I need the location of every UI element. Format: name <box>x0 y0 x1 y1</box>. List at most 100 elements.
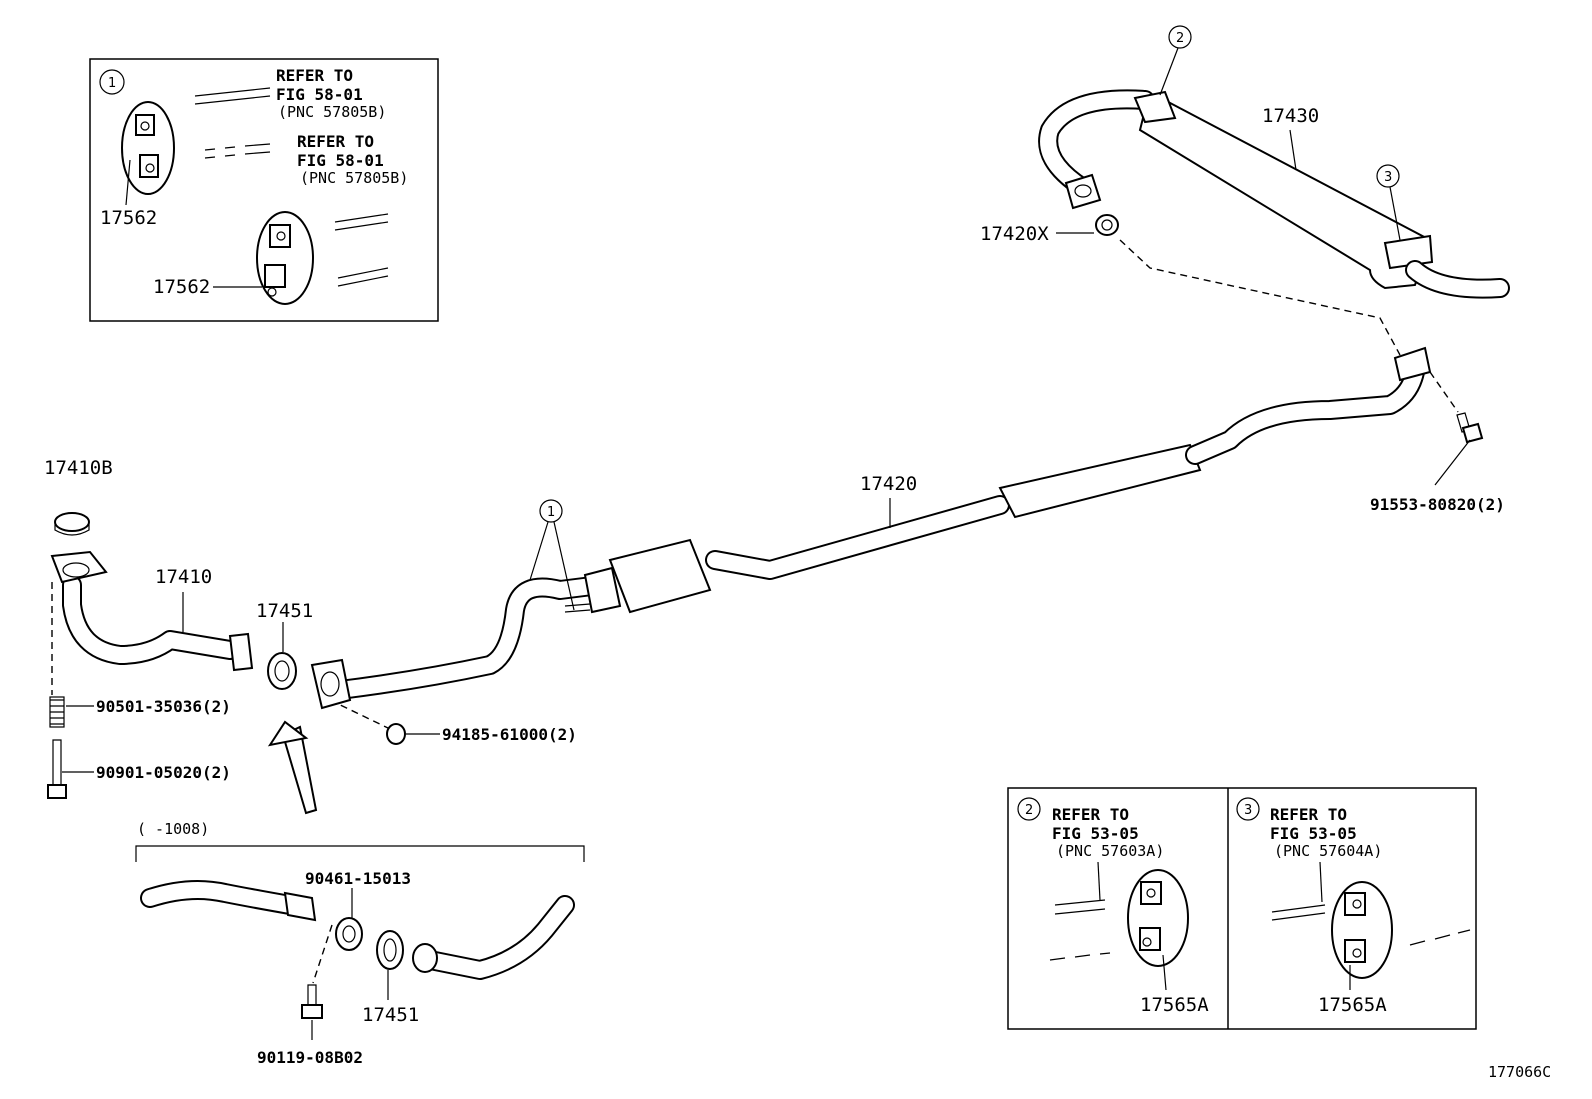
gasket-17451-sub <box>376 930 404 970</box>
spring-90501 <box>49 696 65 728</box>
rubber-hanger-17565A-a <box>1127 869 1189 967</box>
part-label-17420: 17420 <box>860 473 917 495</box>
center-pipe-17420 <box>310 346 1432 710</box>
part-label-17562-b: 17562 <box>153 276 210 298</box>
callout-circle-3-inset <box>1236 797 1260 821</box>
leader-callout-1 <box>529 521 575 611</box>
muffler-inlet-flange <box>1064 173 1102 210</box>
inset-3: 3 REFER TO FIG 53-05 (PNC 57604A) 17565A <box>1236 797 1471 1016</box>
inset-1: 1 REFER TO FIG 58-01 (PNC 57805B) REFER <box>89 58 439 322</box>
hanger-rod-b-lower <box>337 267 389 287</box>
inset-2-rod-lower <box>1049 952 1111 961</box>
leader-17430 <box>1289 129 1297 171</box>
callout-circle-1-main <box>539 499 563 523</box>
inset-1-refer-b-line3: (PNC 57805B) <box>300 169 408 187</box>
catalytic-converter <box>608 538 712 614</box>
rubber-hanger-17562-a <box>121 101 175 195</box>
inset-2-line2: FIG 53-05 <box>1052 824 1139 843</box>
part-label-17451-sub: 17451 <box>362 1004 419 1026</box>
part-label-17565A-b: 17565A <box>1318 994 1387 1016</box>
inset-3-rod-right <box>1409 929 1471 946</box>
inset-3-line3: (PNC 57604A) <box>1274 842 1382 860</box>
callout-number: 2 <box>1025 803 1033 818</box>
muffler-hanger-rear <box>1383 234 1434 270</box>
gasket-17410B <box>54 512 90 536</box>
part-label-90901: 90901-05020(2) <box>96 763 231 782</box>
callout-circle-3 <box>1376 164 1400 188</box>
inset-3-rod <box>1271 904 1326 921</box>
inset-2-3-frame <box>1007 787 1477 1030</box>
callout-number: 1 <box>108 76 116 91</box>
nut-94185 <box>386 723 406 745</box>
sub-assembly-1008: ( -1008) 90461-15013 17451 90119-08B02 <box>135 820 585 1067</box>
gasket-17420X <box>1095 214 1119 236</box>
arrow-icon <box>267 720 318 815</box>
inset-2-line1: REFER TO <box>1052 805 1129 824</box>
part-label-17420X: 17420X <box>980 223 1049 245</box>
inset-1-frame <box>89 58 439 322</box>
dashed-gasket-line <box>1119 239 1401 356</box>
flange-rear <box>228 632 254 672</box>
part-label-17562-a: 17562 <box>100 207 157 229</box>
callout-circle-2-inset <box>1017 797 1041 821</box>
part-label-90501: 90501-35036(2) <box>96 697 231 716</box>
leader-17562-a <box>125 159 131 206</box>
leader-callout-3 <box>1389 186 1401 241</box>
sub-assembly-bracket <box>135 845 585 862</box>
part-label-17410: 17410 <box>155 566 212 588</box>
callout-circle-1-inset <box>99 69 125 95</box>
bolt-90119 <box>301 984 323 1019</box>
muffler-hanger-front <box>1133 90 1177 124</box>
inset-1-refer-a-line1: REFER TO <box>276 66 353 85</box>
callout-number: 3 <box>1384 170 1392 185</box>
pipe-flange-front <box>310 658 352 710</box>
inset-2-leader-rod <box>1097 861 1101 901</box>
gasket-17451 <box>267 652 297 690</box>
part-label-17410B: 17410B <box>44 457 113 479</box>
part-label-17430: 17430 <box>1262 105 1319 127</box>
dashed-nut-line <box>329 699 389 729</box>
part-label-91553: 91553-80820(2) <box>1370 495 1505 514</box>
inset-1-refer-b-line1: REFER TO <box>297 132 374 151</box>
inset-3-line2: FIG 53-05 <box>1270 824 1357 843</box>
inset-2-rod <box>1054 899 1106 915</box>
rubber-hanger-17565A-b <box>1331 881 1393 979</box>
callout-number: 3 <box>1244 803 1252 818</box>
leader-17565A-a <box>1162 954 1167 991</box>
inset-3-line1: REFER TO <box>1270 805 1347 824</box>
inset-1-refer-a-line2: FIG 58-01 <box>276 85 363 104</box>
dashed-bolt-line <box>1429 371 1459 413</box>
flange-front <box>50 550 108 584</box>
hanger-rod-b <box>334 213 389 231</box>
leader-callout-2 <box>1159 47 1179 96</box>
center-pipe-hanger-rod <box>564 603 591 613</box>
center-resonator <box>998 443 1202 519</box>
part-label-90461: 90461-15013 <box>305 869 411 888</box>
inset-3-leader-rod <box>1319 861 1323 903</box>
dashed-90119-line <box>312 924 333 984</box>
tail-muffler-17430 <box>1038 89 1510 299</box>
inset-2-line3: (PNC 57603A) <box>1056 842 1164 860</box>
callout-circle-2 <box>1168 25 1192 49</box>
figure-code: 177066C <box>1488 1063 1551 1081</box>
pipe-flange-rear <box>1393 346 1432 382</box>
front-pipe-17410 <box>50 550 254 672</box>
part-label-94185: 94185-61000(2) <box>442 725 577 744</box>
hanger-rod-a <box>194 87 271 105</box>
hanger-rod-a-dashed-2 <box>204 151 271 159</box>
callout-number: 2 <box>1176 31 1184 46</box>
part-label-90119: 90119-08B02 <box>257 1048 363 1067</box>
leader-91553 <box>1434 439 1471 486</box>
bolt-91553 <box>1456 412 1484 444</box>
part-label-17451: 17451 <box>256 600 313 622</box>
rubber-hanger-17562-b <box>256 211 314 305</box>
inset-1-refer-b-line2: FIG 58-01 <box>297 151 384 170</box>
inset-2: 2 REFER TO FIG 53-05 (PNC 57603A) 17565A <box>1017 797 1209 1016</box>
part-label-17565A-a: 17565A <box>1140 994 1209 1016</box>
inset-1-refer-a-line3: (PNC 57805B) <box>278 103 386 121</box>
callout-number: 1 <box>547 505 555 520</box>
bolt-90901 <box>47 739 67 799</box>
hanger-rod-a-dashed <box>204 143 271 151</box>
gasket-90461 <box>335 917 363 951</box>
